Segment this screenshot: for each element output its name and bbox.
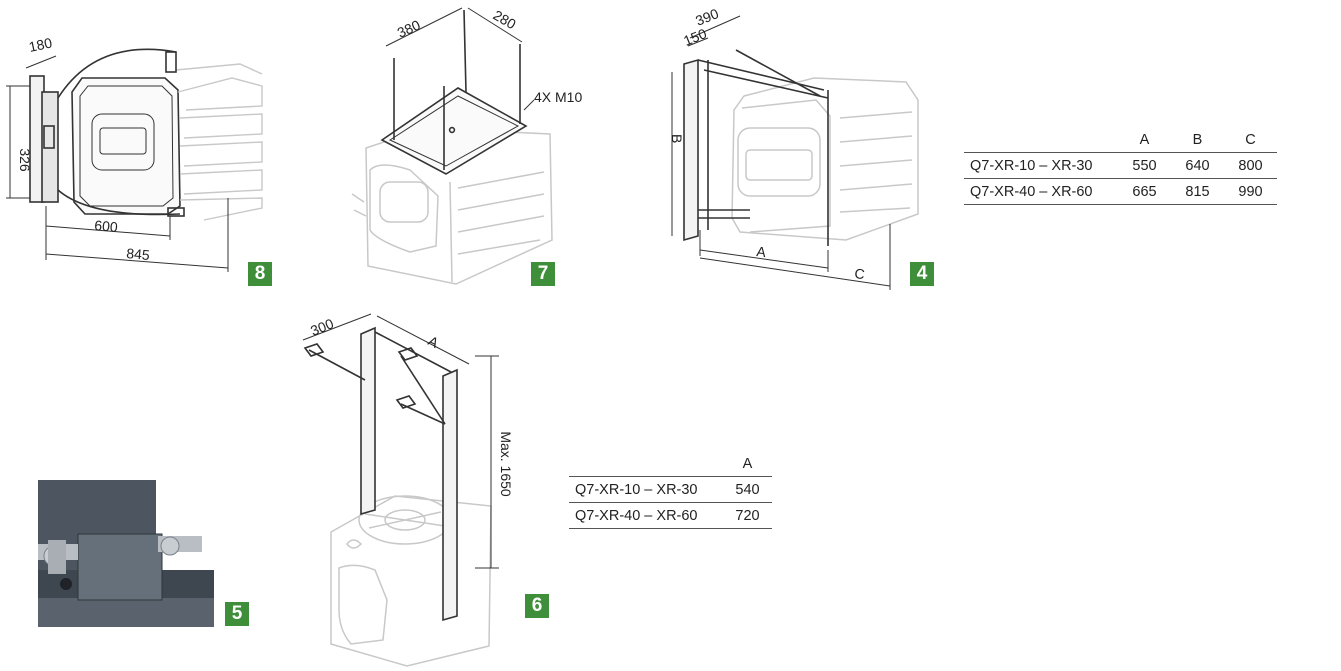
table-row: Q7-XR-40 – XR-60 720 (569, 502, 772, 529)
fig8-dim-180: 180 (27, 34, 53, 55)
figure-5-badge: 5 (225, 602, 249, 626)
table-row: Q7-XR-40 – XR-60 665 815 990 (964, 178, 1277, 205)
fig7-dim-280: 280 (491, 7, 519, 33)
table-cell-model: Q7-XR-10 – XR-30 (964, 152, 1118, 179)
fig7-bolts-label: 4X M10 (534, 89, 582, 105)
figure-5-clamp-photo (38, 480, 214, 627)
fig4-dim-390: 390 (693, 5, 721, 29)
fig4-dim-c: C (854, 265, 866, 282)
table-header-cell: C (1245, 132, 1256, 148)
table-row: Q7-XR-10 – XR-30 550 640 800 (964, 152, 1277, 179)
table-cell: 550 (1118, 152, 1171, 179)
table-cell: 540 (723, 476, 772, 503)
figure-6-ceiling-console: 300 A Max. 1650 (302, 313, 514, 667)
table-cell-model: Q7-XR-10 – XR-30 (569, 476, 723, 503)
clamp-photo-image (38, 480, 214, 627)
fig4-dim-a: A (756, 243, 768, 260)
table-header-cell: A (742, 456, 753, 472)
figure-6-badge: 6 (525, 594, 549, 618)
fig6-dim-height: Max. 1650 (498, 431, 514, 497)
table-row: Q7-XR-10 – XR-30 540 (569, 476, 772, 503)
table-header-cell: B (1192, 132, 1203, 148)
fig4-dim-b: B (669, 134, 685, 143)
table-header-cell (569, 454, 723, 477)
figure-4-badge: 4 (910, 262, 934, 286)
table-cell: 640 (1171, 152, 1224, 179)
table-header-row: A (569, 454, 772, 477)
dimension-table-abc: A B C Q7-XR-10 – XR-30 550 640 800 Q7-XR… (964, 130, 1277, 205)
dimension-table-a: A Q7-XR-10 – XR-30 540 Q7-XR-40 – XR-60 … (569, 454, 772, 529)
table-cell-model: Q7-XR-40 – XR-60 (964, 178, 1118, 205)
table-cell: 815 (1171, 178, 1224, 205)
fig8-dim-326: 326 (17, 148, 33, 172)
figure-7-badge: 7 (531, 262, 555, 286)
fig8-dim-600: 600 (94, 217, 119, 235)
table-header-row: A B C (964, 130, 1277, 153)
table-cell: 800 (1224, 152, 1277, 179)
figure-4-wall-console: 390 150 B A C (669, 5, 919, 290)
table-cell-model: Q7-XR-40 – XR-60 (569, 502, 723, 529)
table-header-cell: A (1139, 132, 1150, 148)
table-cell: 990 (1224, 178, 1277, 205)
table-cell: 720 (723, 502, 772, 529)
fig4-dim-150: 150 (681, 25, 709, 49)
figure-8-wall-bracket: 180 326 600 845 (6, 34, 263, 272)
table-cell: 665 (1118, 178, 1171, 205)
figure-8-badge: 8 (248, 262, 272, 286)
fig6-dim-300: 300 (308, 315, 336, 339)
fig7-dim-380: 380 (395, 17, 423, 41)
fig8-dim-845: 845 (126, 245, 151, 263)
figure-7-ceiling-mount: 380 280 4X M10 (351, 7, 582, 285)
table-header-cell (964, 130, 1118, 153)
